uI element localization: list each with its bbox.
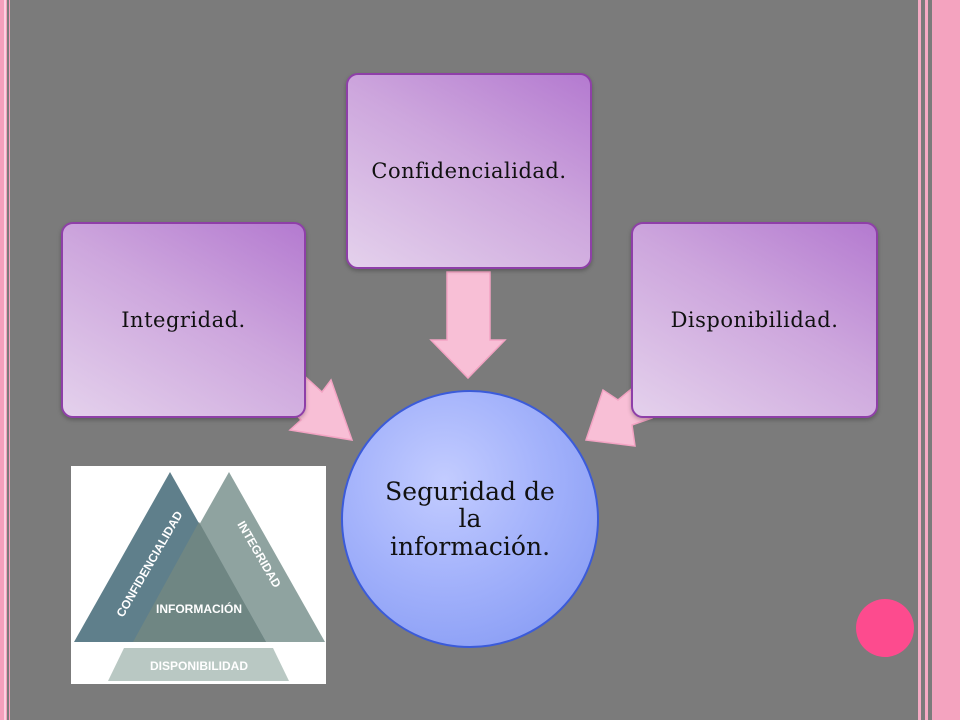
arrow-top [429,271,507,380]
triangle-bottom-band [108,648,289,681]
confidencialidad-box: Confidencialidad. [346,73,592,269]
confidencialidad-label: Confidencialidad. [371,159,567,183]
integridad-label: Integridad. [121,308,246,332]
seguridad-circle: Seguridad de la información. [341,390,599,648]
slide-frame-right [918,0,960,720]
slide-frame-left [0,0,14,720]
disponibilidad-label: Disponibilidad. [670,308,839,332]
triangle-center [133,522,266,642]
triangle-label-bottom: DISPONIBILIDAD [150,659,248,673]
cia-triangle-image: CONFIDENCIALIDAD INTEGRIDAD INFORMACIÓN … [71,466,326,684]
seguridad-label: Seguridad de la información. [385,476,555,561]
disponibilidad-box: Disponibilidad. [631,222,878,418]
integridad-box: Integridad. [61,222,306,418]
decorative-dot [856,599,914,657]
triangle-label-center: INFORMACIÓN [156,601,242,616]
cia-triangle-graphic: CONFIDENCIALIDAD INTEGRIDAD INFORMACIÓN … [74,472,325,681]
